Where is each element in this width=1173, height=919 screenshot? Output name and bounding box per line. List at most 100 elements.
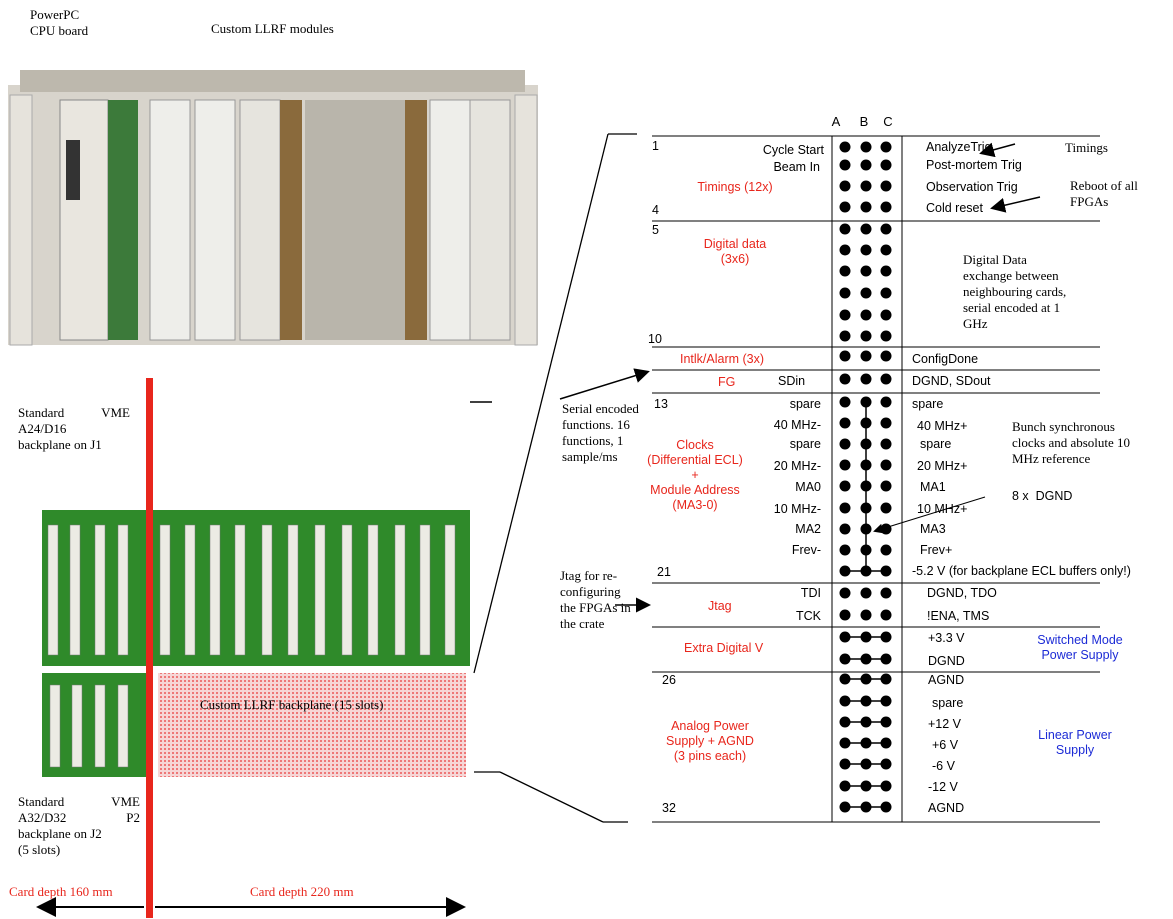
connector-pin (840, 802, 851, 813)
signal-left: TCK (740, 609, 821, 624)
signal-right: DGND (928, 654, 965, 669)
connector-pins (840, 142, 892, 813)
connector-pin (861, 160, 872, 171)
group-digital-data: Digital data (3x6) (660, 237, 810, 267)
connector-pin (840, 781, 851, 792)
signal-right: MA3 (920, 522, 946, 537)
signal-left: MA2 (740, 522, 821, 537)
vme-j2-line: A32/D32 P2 (18, 810, 140, 826)
row-number: 1 (652, 139, 659, 154)
connector-pin (861, 654, 872, 665)
signal-right: spare (920, 437, 951, 452)
signal-left: 20 MHz- (740, 459, 821, 474)
vme-j2-line: backplane on J2 (18, 826, 140, 842)
group-jtag: Jtag (708, 599, 732, 614)
signal-right: AGND (928, 673, 964, 688)
connector-pin (881, 759, 892, 770)
backplane-j1-photo (42, 510, 470, 666)
connector-pin (861, 224, 872, 235)
signal-left: 10 MHz- (740, 502, 821, 517)
column-header-c: C (882, 114, 894, 130)
depth-220-label: Card depth 220 mm (250, 884, 354, 900)
column-header-b: B (858, 114, 870, 130)
connector-pin (840, 610, 851, 621)
connector-pin (881, 545, 892, 556)
connector-pin (840, 545, 851, 556)
connector-pin (840, 696, 851, 707)
jtag-note: Jtag for re- configuring the FPGAs in th… (560, 568, 631, 632)
connector-pin (861, 696, 872, 707)
connector-pin (840, 439, 851, 450)
signal-right: AGND (928, 801, 964, 816)
connector-pin (861, 288, 872, 299)
connector-pin (840, 759, 851, 770)
group-timings: Timings (12x) (660, 180, 810, 195)
row-number: 13 (654, 397, 668, 412)
connector-pin (861, 310, 872, 321)
depth-160-label: Card depth 160 mm (9, 884, 113, 900)
signal-right: 10 MHz+ (917, 502, 967, 517)
connector-pin (840, 224, 851, 235)
signal-left: MA0 (740, 480, 821, 495)
vme-j1-line: Standard VME (18, 405, 130, 421)
row-number: 10 (648, 332, 662, 347)
signal-right: -12 V (928, 780, 958, 795)
signal-right: 40 MHz+ (917, 419, 967, 434)
reboot-note: Reboot of all FPGAs (1070, 178, 1138, 210)
connector-pin (881, 224, 892, 235)
connector-pin (861, 351, 872, 362)
connector-pin (840, 632, 851, 643)
group-extra-digital: Extra Digital V (684, 641, 763, 656)
connector-pin (840, 566, 851, 577)
dgnd-count-note: 8 x DGND (1012, 489, 1072, 504)
connector-pin (881, 481, 892, 492)
connector-pin (840, 524, 851, 535)
connector-pin (840, 142, 851, 153)
signal-left: Beam In (720, 160, 820, 175)
connector-pin (840, 351, 851, 362)
connector-pin (881, 632, 892, 643)
connector-pin (840, 266, 851, 277)
vme-j2-note: Standard VME A32/D32 P2 backplane on J2 … (18, 794, 140, 858)
signal-left: spare (740, 437, 821, 452)
row-number: 4 (652, 203, 659, 218)
connector-pin (840, 202, 851, 213)
connector-pin (881, 418, 892, 429)
custom-modules-label: Custom LLRF modules (211, 21, 334, 37)
connector-pin (881, 331, 892, 342)
vme-j1-line: A24/D16 (18, 421, 130, 437)
connector-pin (881, 802, 892, 813)
connector-pin (881, 738, 892, 749)
connector-pin (881, 142, 892, 153)
signal-left: Frev- (740, 543, 821, 558)
signal-left: 40 MHz- (740, 418, 821, 433)
signal-right: Post-mortem Trig (926, 158, 1022, 173)
group-intlk-alarm: Intlk/Alarm (3x) (680, 352, 764, 367)
signal-right: -6 V (932, 759, 955, 774)
custom-backplane-area (158, 673, 466, 777)
connector-pin (840, 738, 851, 749)
connector-pin (840, 654, 851, 665)
signal-right: DGND, SDout (912, 374, 991, 389)
vme-j1-note: Standard VME A24/D16 backplane on J1 (18, 405, 130, 453)
connector-pin (861, 202, 872, 213)
signal-left: spare (740, 397, 821, 412)
connector-pin (840, 503, 851, 514)
connector-pin (840, 418, 851, 429)
group-analog-power: Analog Power Supply + AGND (3 pins each) (650, 719, 770, 764)
connector-pin (881, 610, 892, 621)
connector-pin (840, 331, 851, 342)
connector-pin (881, 160, 892, 171)
smps-note: Switched Mode Power Supply (1020, 633, 1140, 663)
connector-pin (840, 160, 851, 171)
signal-right: spare (932, 696, 963, 711)
signal-right: +6 V (932, 738, 958, 753)
connector-pin (861, 245, 872, 256)
signal-right: AnalyzeTrig (926, 140, 992, 155)
connector-pin (881, 181, 892, 192)
connector-pin (881, 503, 892, 514)
connector-pin (881, 588, 892, 599)
connector-pin (881, 674, 892, 685)
connector-pin (881, 654, 892, 665)
cpu-board-label: PowerPC CPU board (30, 7, 88, 39)
